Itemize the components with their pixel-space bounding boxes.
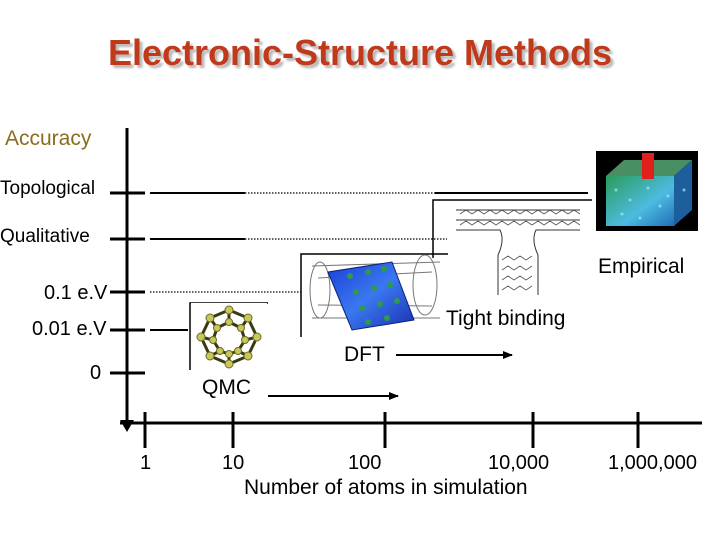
method-label-qmc: QMC [202,376,251,399]
x-tick-label-1000000: 1,000,000 [608,452,697,474]
tight-binding-range-box [300,253,448,337]
y-axis-label: Accuracy [5,127,92,150]
nanotube-junction-image [452,204,584,298]
y-axis-arrow [120,420,134,432]
carbon-cage-on-sheet-image [306,254,446,332]
x-tick-label-100: 100 [348,452,382,474]
y-tick-label-topological: Topological [0,178,96,199]
x-tick-label-10000: 10,000 [488,452,550,474]
x-tick-label-1: 1 [140,452,152,474]
fullerene-molecule-image [191,303,267,370]
x-axis-label: Number of atoms in simulation [244,476,528,499]
y-tick-label-0-1-ev: 0.1 e.V [44,282,108,304]
page-title: Electronic-Structure Methods [107,32,613,73]
method-label-tight-binding: Tight binding [446,307,566,330]
atomistic-block-simulation-image [596,151,698,231]
method-label-empirical: Empirical [598,255,685,278]
y-tick-label-0-01-ev: 0.01 e.V [32,318,107,340]
y-tick-label-qualitative: Qualitative [0,226,90,247]
method-label-dft: DFT [344,343,385,366]
x-tick-label-10: 10 [222,452,245,474]
y-tick-label-zero: 0 [90,362,102,384]
